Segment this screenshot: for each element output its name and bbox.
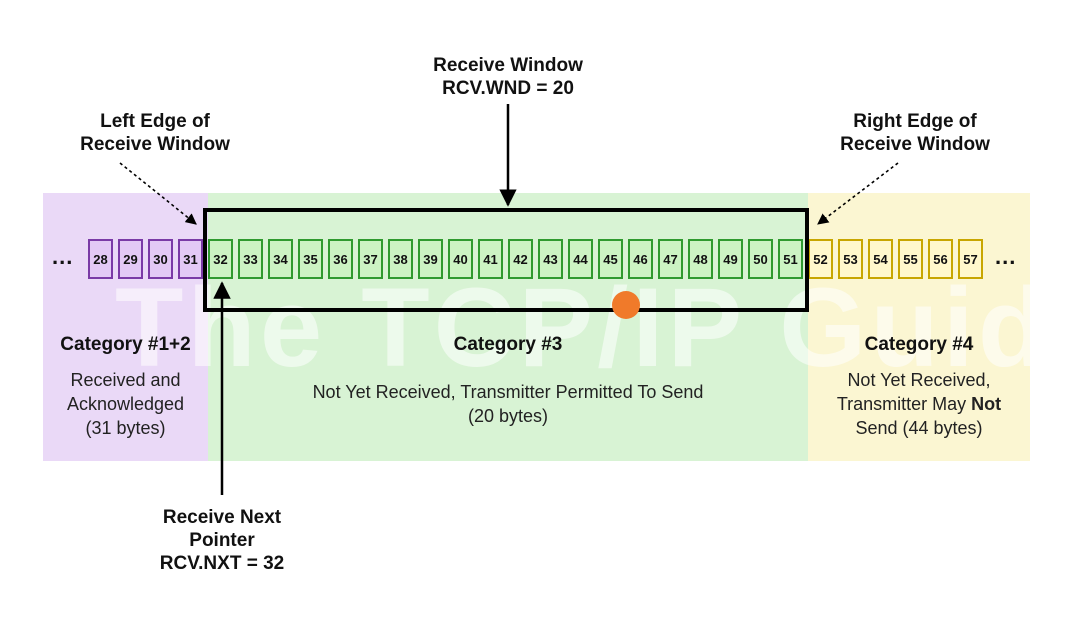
left-edge-label: Left Edge of Receive Window <box>40 110 270 156</box>
next-pointer-line1: Receive Next <box>162 507 282 528</box>
category-4-line2b: Not <box>971 394 1002 414</box>
left-edge-line2: Receive Window <box>80 134 230 155</box>
receive-window-label: Receive Window RCV.WND = 20 <box>398 54 618 100</box>
byte-cell: 45 <box>598 239 623 279</box>
right-edge-label: Right Edge of Receive Window <box>800 110 1030 156</box>
category-4-title: Category #4 <box>864 334 974 355</box>
byte-cell: 54 <box>868 239 893 279</box>
watermark: The TCP/IP Guide <box>115 265 1090 390</box>
category-4-line2a: Transmitter May <box>836 394 972 414</box>
byte-cell: 28 <box>88 239 113 279</box>
ellipsis-right: ... <box>995 244 1017 269</box>
category-3-title: Category #3 <box>453 334 563 355</box>
byte-cell: 55 <box>898 239 923 279</box>
category-3-region <box>208 193 808 461</box>
byte-cell: 29 <box>118 239 143 279</box>
category-4-line2: Transmitter May Not <box>808 392 1030 416</box>
receive-window-box <box>203 208 809 312</box>
byte-cell: 44 <box>568 239 593 279</box>
byte-cell: 31 <box>178 239 203 279</box>
category-3-line1: Not Yet Received, Transmitter Permitted … <box>312 382 704 402</box>
category-1-2-title: Category #1+2 <box>60 334 191 355</box>
byte-cell: 56 <box>928 239 953 279</box>
right-edge-line1: Right Edge of <box>853 111 977 132</box>
byte-cell: 47 <box>658 239 683 279</box>
byte-cell: 40 <box>448 239 473 279</box>
cursor-highlight <box>612 291 640 319</box>
byte-cell: 49 <box>718 239 743 279</box>
category-1-2-desc: Received and Acknowledged (31 bytes) <box>43 368 208 440</box>
category-4-region <box>808 193 1030 461</box>
byte-cell: 33 <box>238 239 263 279</box>
next-pointer-label: Receive Next Pointer RCV.NXT = 32 <box>112 506 332 575</box>
byte-cell: 53 <box>838 239 863 279</box>
byte-cell: 30 <box>148 239 173 279</box>
byte-cell: 50 <box>748 239 773 279</box>
category-4-line3: Send (44 bytes) <box>855 418 983 438</box>
right-edge-line2: Receive Window <box>840 134 990 155</box>
category-1-2-line3: (31 bytes) <box>85 418 166 438</box>
category-1-2-line2: Acknowledged <box>66 394 185 414</box>
byte-cell: 38 <box>388 239 413 279</box>
byte-cell: 36 <box>328 239 353 279</box>
byte-cell: 34 <box>268 239 293 279</box>
receive-window-value: RCV.WND = 20 <box>442 78 574 99</box>
left-edge-arrow <box>119 162 197 225</box>
ellipsis-left: ... <box>52 244 74 269</box>
byte-cell: 46 <box>628 239 653 279</box>
category-4-line1: Not Yet Received, <box>847 370 991 390</box>
receive-window-title: Receive Window <box>433 55 583 76</box>
category-4-desc: Not Yet Received, Transmitter May Not Se… <box>808 368 1030 440</box>
left-edge-line1: Left Edge of <box>100 111 210 132</box>
byte-cell: 32 <box>208 239 233 279</box>
next-pointer-line3: RCV.NXT = 32 <box>159 553 285 574</box>
byte-cell: 57 <box>958 239 983 279</box>
byte-cell: 52 <box>808 239 833 279</box>
byte-cell: 51 <box>778 239 803 279</box>
byte-cell: 48 <box>688 239 713 279</box>
byte-cell: 42 <box>508 239 533 279</box>
next-pointer-line2: Pointer <box>189 530 255 551</box>
category-1-2-region <box>43 193 208 461</box>
right-edge-arrow <box>817 162 899 225</box>
byte-cell: 37 <box>358 239 383 279</box>
category-3-desc: Not Yet Received, Transmitter Permitted … <box>208 380 808 428</box>
byte-cell: 41 <box>478 239 503 279</box>
category-3-line2: (20 bytes) <box>467 406 549 426</box>
byte-cell: 39 <box>418 239 443 279</box>
category-1-2-line1: Received and <box>70 370 181 390</box>
byte-cell: 43 <box>538 239 563 279</box>
byte-cell: 35 <box>298 239 323 279</box>
